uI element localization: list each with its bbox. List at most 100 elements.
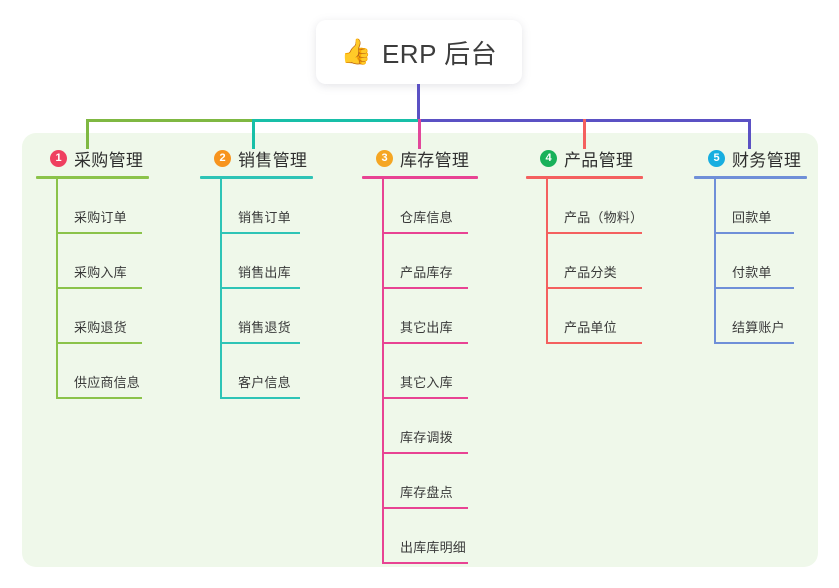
connector-drop-5 xyxy=(748,119,751,149)
column-title: 采购管理 xyxy=(74,150,144,170)
column-underline xyxy=(526,176,643,179)
column-trunk-line xyxy=(546,179,548,344)
leaf-item[interactable]: 客户信息 xyxy=(220,344,313,399)
leaf-item-label: 库存盘点 xyxy=(400,485,453,500)
leaf-item-label: 销售退货 xyxy=(238,320,291,335)
leaf-item[interactable]: 销售订单 xyxy=(220,179,313,234)
leaf-item-underline xyxy=(382,507,468,509)
connector-drop-2 xyxy=(252,119,255,149)
column-underline xyxy=(200,176,313,179)
leaf-item-label: 付款单 xyxy=(732,265,772,280)
leaf-item[interactable]: 销售出库 xyxy=(220,234,313,289)
column-leaf-list: 产品（物料） 产品分类产品单位 xyxy=(546,179,643,344)
leaf-item-label: 出库库明细 xyxy=(400,540,467,555)
leaf-item-label: 客户信息 xyxy=(238,375,291,390)
leaf-item[interactable]: 采购入库 xyxy=(56,234,149,289)
column-trunk-line xyxy=(220,179,222,399)
leaf-item[interactable]: 产品（物料） xyxy=(546,179,643,234)
leaf-item-underline xyxy=(382,452,468,454)
leaf-item-underline xyxy=(382,287,468,289)
leaf-item-label: 仓库信息 xyxy=(400,210,453,225)
column-5: 5 财务管理回款单付款单结算账户 xyxy=(694,146,807,344)
thumbs-up-icon: 👍 xyxy=(340,37,372,66)
leaf-item-underline xyxy=(220,397,300,399)
leaf-item-underline xyxy=(220,342,300,344)
leaf-item[interactable]: 库存调拨 xyxy=(382,399,478,454)
leaf-item-label: 其它出库 xyxy=(400,320,453,335)
column-title: 库存管理 xyxy=(400,150,470,170)
leaf-item-label: 产品单位 xyxy=(564,320,617,335)
leaf-item-underline xyxy=(56,397,142,399)
leaf-item-underline xyxy=(546,342,642,344)
leaf-item-underline xyxy=(56,287,142,289)
column-number-badge: 4 xyxy=(540,149,557,167)
column-header-3[interactable]: 3 库存管理 xyxy=(362,146,478,170)
leaf-item[interactable]: 回款单 xyxy=(714,179,807,234)
root-node-erp-backend[interactable]: 👍 ERP 后台 xyxy=(316,20,522,84)
column-leaf-list: 回款单付款单结算账户 xyxy=(714,179,807,344)
root-node-title: ERP 后台 xyxy=(381,38,498,69)
leaf-item-label: 产品分类 xyxy=(564,265,617,280)
column-1: 1 采购管理采购订单采购入库采购退货供应商信息 xyxy=(36,146,149,399)
leaf-item-underline xyxy=(382,232,468,234)
leaf-item-label: 产品（物料） xyxy=(564,210,644,225)
column-leaf-list: 销售订单销售出库销售退货客户信息 xyxy=(220,179,313,399)
leaf-item[interactable]: 出库库明细 xyxy=(382,509,478,564)
leaf-item[interactable]: 仓库信息 xyxy=(382,179,478,234)
column-number-badge: 3 xyxy=(376,149,393,167)
leaf-item[interactable]: 其它入库 xyxy=(382,344,478,399)
leaf-item[interactable]: 销售退货 xyxy=(220,289,313,344)
column-header-1[interactable]: 1 采购管理 xyxy=(36,146,149,170)
leaf-item-underline xyxy=(382,342,468,344)
leaf-item[interactable]: 付款单 xyxy=(714,234,807,289)
leaf-item-label: 采购订单 xyxy=(74,210,127,225)
column-number-badge: 2 xyxy=(214,149,231,167)
column-trunk-line xyxy=(382,179,384,564)
leaf-item-label: 结算账户 xyxy=(732,320,785,335)
connector-drop-3 xyxy=(418,119,421,149)
leaf-item[interactable]: 采购退货 xyxy=(56,289,149,344)
leaf-item-label: 供应商信息 xyxy=(74,375,141,390)
column-title: 财务管理 xyxy=(732,150,802,170)
column-underline xyxy=(694,176,807,179)
connector-drop-4 xyxy=(583,119,586,149)
connector-bar-segment-1 xyxy=(86,119,255,122)
column-underline xyxy=(36,176,149,179)
leaf-item[interactable]: 产品单位 xyxy=(546,289,643,344)
leaf-item-underline xyxy=(56,232,142,234)
leaf-item-underline xyxy=(382,397,468,399)
column-3: 3 库存管理仓库信息产品库存其它出库其它入库库存调拨库存盘点出库库明细 xyxy=(362,146,478,564)
leaf-item-underline xyxy=(714,342,794,344)
leaf-item[interactable]: 库存盘点 xyxy=(382,454,478,509)
column-header-2[interactable]: 2 销售管理 xyxy=(200,146,313,170)
column-leaf-list: 采购订单采购入库采购退货供应商信息 xyxy=(56,179,149,399)
column-trunk-line xyxy=(56,179,58,399)
leaf-item[interactable]: 产品分类 xyxy=(546,234,643,289)
column-number-badge: 1 xyxy=(50,149,67,167)
column-underline xyxy=(362,176,478,179)
leaf-item[interactable]: 采购订单 xyxy=(56,179,149,234)
leaf-item-underline xyxy=(220,232,300,234)
leaf-item[interactable]: 结算账户 xyxy=(714,289,807,344)
connector-bar-segment-2 xyxy=(252,119,421,122)
column-title: 销售管理 xyxy=(238,150,308,170)
leaf-item[interactable]: 其它出库 xyxy=(382,289,478,344)
connector-root-stem xyxy=(417,84,420,122)
leaf-item[interactable]: 产品库存 xyxy=(382,234,478,289)
leaf-item-underline xyxy=(546,287,642,289)
column-number-badge: 5 xyxy=(708,149,725,167)
leaf-item-label: 采购入库 xyxy=(74,265,127,280)
column-header-5[interactable]: 5 财务管理 xyxy=(694,146,807,170)
leaf-item-underline xyxy=(714,232,794,234)
leaf-item-underline xyxy=(382,562,468,564)
leaf-item-underline xyxy=(546,232,642,234)
column-2: 2 销售管理销售订单销售出库销售退货客户信息 xyxy=(200,146,313,399)
leaf-item-label: 库存调拨 xyxy=(400,430,453,445)
leaf-item[interactable]: 供应商信息 xyxy=(56,344,149,399)
connector-drop-1 xyxy=(86,119,89,149)
leaf-item-underline xyxy=(714,287,794,289)
leaf-item-label: 销售订单 xyxy=(238,210,291,225)
column-leaf-list: 仓库信息产品库存其它出库其它入库库存调拨库存盘点出库库明细 xyxy=(382,179,478,564)
